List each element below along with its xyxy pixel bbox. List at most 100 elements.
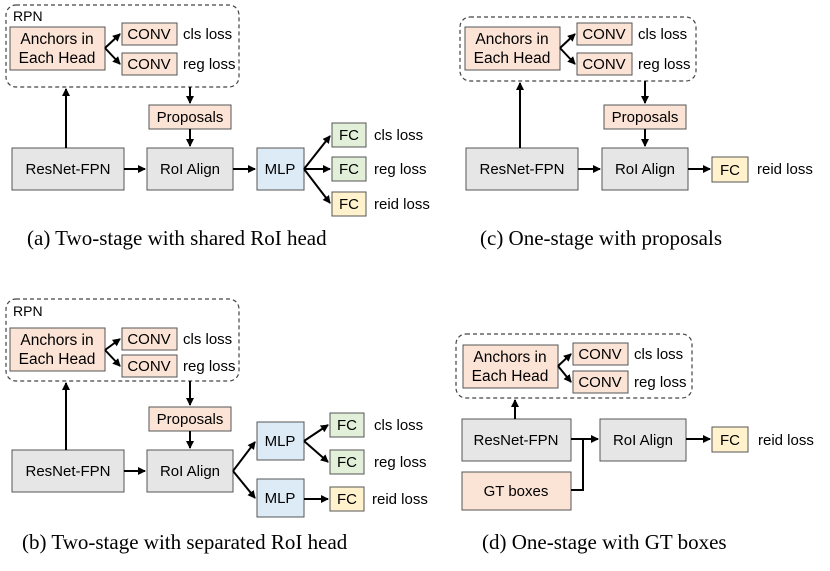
proposals-box: Proposals	[148, 406, 232, 432]
cls-loss-label: cls loss	[638, 26, 687, 43]
svg-text:CONV: CONV	[127, 358, 170, 375]
mlp-bottom-box: MLP	[256, 478, 305, 518]
arrow-mlp-fc-reid	[303, 168, 331, 204]
anchors-box: Anchors in Each Head	[464, 26, 561, 71]
roi-align-box: RoI Align	[146, 449, 234, 493]
caption-d: (d) One-stage with GT boxes	[482, 530, 727, 554]
reid-loss-label: reid loss	[757, 161, 813, 178]
fc-reg-box: FC	[329, 449, 365, 475]
reid-loss-label: reid loss	[758, 432, 814, 449]
svg-text:CONV: CONV	[127, 56, 170, 73]
rpn-region	[455, 333, 693, 399]
conv-cls-box: CONV	[121, 22, 178, 46]
cls-loss-label: cls loss	[183, 26, 232, 43]
svg-text:CONV: CONV	[127, 26, 170, 43]
reg-loss-label: reg loss	[183, 358, 236, 375]
rpn-region	[5, 4, 240, 88]
reid-loss-label: reid loss	[372, 491, 428, 508]
caption-c: (c) One-stage with proposals	[480, 226, 722, 250]
svg-text:MLP: MLP	[265, 490, 296, 507]
arrow-anchor-reg	[559, 47, 576, 65]
svg-text:FC: FC	[339, 127, 359, 144]
conv-cls-box: CONV	[121, 327, 178, 351]
fc-reid-box: FC	[331, 191, 367, 217]
conv-reg-box: CONV	[121, 52, 178, 76]
svg-text:FC: FC	[339, 161, 359, 178]
panel-d: Anchors in Each Head CONV CONV cls loss …	[455, 333, 814, 554]
reg-loss-label: reg loss	[374, 454, 427, 471]
anchors-box: Anchors in Each Head	[9, 327, 106, 372]
reid-loss-label: reid loss	[374, 196, 430, 213]
arrow-anchor-cls	[559, 33, 576, 49]
cls-loss-label: cls loss	[374, 127, 423, 144]
svg-text:CONV: CONV	[582, 56, 625, 73]
svg-text:CONV: CONV	[578, 374, 621, 391]
fc-cls-box: FC	[329, 412, 365, 438]
arrow-roi-mlp-bottom	[232, 470, 256, 499]
svg-text:ResNet-FPN: ResNet-FPN	[25, 463, 110, 480]
arrow-mlp-fc-cls	[303, 424, 329, 442]
caption-a: (a) Two-stage with shared RoI head	[27, 226, 327, 250]
fc-reid-box: FC	[711, 156, 749, 183]
svg-text:Anchors in: Anchors in	[475, 31, 548, 48]
svg-text:FC: FC	[339, 196, 359, 213]
anchors-box: Anchors in Each Head	[462, 344, 559, 389]
svg-text:FC: FC	[337, 454, 357, 471]
conv-reg-box: CONV	[121, 354, 178, 378]
reg-loss-label: reg loss	[183, 56, 236, 73]
proposals-box: Proposals	[603, 104, 687, 130]
mlp-top-box: MLP	[256, 421, 305, 461]
arrow-anchor-cls	[557, 353, 572, 367]
svg-text:Each Head: Each Head	[474, 50, 551, 67]
rpn-region	[5, 298, 240, 382]
rpn-label: RPN	[13, 8, 43, 24]
svg-text:RoI Align: RoI Align	[613, 432, 673, 449]
svg-text:CONV: CONV	[127, 331, 170, 348]
arrow-anchor-reg	[104, 349, 121, 367]
arrow-mlp-fc-cls	[303, 135, 331, 170]
svg-text:RoI Align: RoI Align	[160, 463, 220, 480]
svg-text:GT boxes: GT boxes	[484, 483, 549, 500]
line-gt-join	[571, 439, 584, 491]
conv-reg-box: CONV	[572, 370, 629, 394]
svg-text:CONV: CONV	[578, 346, 621, 363]
panel-a: RPN Anchors in Each Head CONV CONV cls l…	[5, 4, 430, 250]
svg-text:FC: FC	[720, 162, 740, 179]
svg-text:Each Head: Each Head	[19, 50, 96, 67]
reg-loss-label: reg loss	[634, 374, 687, 391]
fc-reid-box: FC	[711, 426, 749, 453]
svg-text:FC: FC	[337, 417, 357, 434]
svg-text:MLP: MLP	[265, 433, 296, 450]
svg-text:ResNet-FPN: ResNet-FPN	[479, 161, 564, 178]
arrow-anchor-cls	[104, 338, 121, 351]
fc-reg-box: FC	[331, 156, 367, 182]
cls-loss-label: cls loss	[374, 417, 423, 434]
svg-text:CONV: CONV	[582, 26, 625, 43]
fc-cls-box: FC	[331, 122, 367, 148]
svg-text:RoI Align: RoI Align	[615, 161, 675, 178]
svg-text:Anchors in: Anchors in	[20, 332, 93, 349]
arrow-roi-mlp-top	[232, 441, 256, 472]
resnet-fpn-box: ResNet-FPN	[11, 147, 125, 191]
panel-c: Anchors in Each Head CONV CONV cls loss …	[459, 16, 813, 250]
svg-text:Proposals: Proposals	[157, 109, 224, 126]
proposals-box: Proposals	[148, 104, 232, 130]
reg-loss-label: reg loss	[374, 161, 427, 178]
roi-align-box: RoI Align	[599, 418, 687, 462]
roi-align-box: RoI Align	[146, 147, 234, 191]
resnet-fpn-box: ResNet-FPN	[11, 449, 125, 493]
svg-text:Proposals: Proposals	[612, 109, 679, 126]
arrow-mlp-fc-reg	[303, 440, 329, 463]
conv-cls-box: CONV	[572, 342, 629, 366]
svg-text:Each Head: Each Head	[472, 368, 549, 385]
cls-loss-label: cls loss	[634, 346, 683, 363]
svg-text:Anchors in: Anchors in	[20, 31, 93, 48]
rpn-label: RPN	[13, 303, 43, 319]
svg-text:RoI Align: RoI Align	[160, 161, 220, 178]
roi-align-box: RoI Align	[601, 147, 689, 191]
svg-text:Proposals: Proposals	[157, 411, 224, 428]
panel-b: RPN Anchors in Each Head CONV CONV cls l…	[5, 298, 428, 554]
rpn-region	[459, 16, 697, 82]
svg-text:Anchors in: Anchors in	[473, 349, 546, 366]
